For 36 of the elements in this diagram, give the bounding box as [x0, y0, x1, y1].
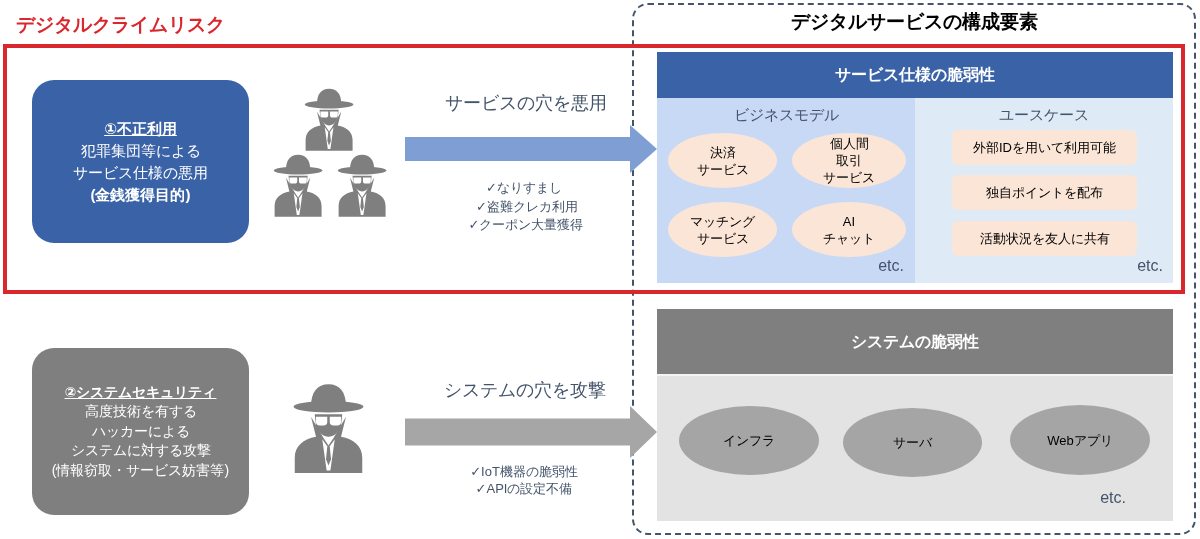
- ellipse: インフラ: [679, 406, 819, 475]
- box-heading: ①不正利用: [104, 118, 177, 139]
- column-heading: ユースケース: [999, 105, 1089, 125]
- column-panel: [915, 98, 1173, 283]
- rounded-box: 独自ポイントを配布: [952, 175, 1137, 210]
- etc-label: etc.: [878, 256, 904, 276]
- check-item: ✓APIの設定不備: [475, 480, 573, 498]
- box-text: (金銭獲得目的): [90, 184, 191, 205]
- rounded-box: 活動状況を友人に共有: [952, 221, 1137, 256]
- ellipse: Webアプリ: [1010, 405, 1150, 475]
- frame-title: デジタルサービスの構成要素: [790, 10, 1038, 34]
- ellipse: AIチャット: [792, 202, 906, 257]
- box-heading: ②システムセキュリティ: [64, 382, 217, 402]
- panel-title: システムの脆弱性: [851, 332, 979, 352]
- panel: [657, 52, 1173, 283]
- rounded-box: 外部IDを用いて利用可能: [952, 130, 1137, 165]
- panel-title: サービス仕様の脆弱性: [835, 65, 995, 85]
- box-text: (情報窃取・サービス妨害等): [51, 460, 230, 480]
- column-panel: [657, 98, 915, 283]
- ellipse: 決済サービス: [668, 133, 777, 188]
- ellipse: サーバ: [843, 408, 982, 477]
- panel: [657, 309, 1173, 521]
- column-heading: ビジネスモデル: [733, 105, 839, 125]
- rounded-box: [32, 348, 249, 515]
- etc-label: etc.: [1137, 256, 1163, 276]
- check-item: ✓IoT機器の脆弱性: [470, 463, 578, 481]
- check-item: ✓なりすまし: [486, 179, 562, 197]
- check-item: ✓盗難クレカ利用: [476, 198, 578, 216]
- etc-label: etc.: [1100, 488, 1126, 508]
- box-text: 犯罪集団等によるサービス仕様の悪用: [73, 140, 208, 183]
- frame-title: デジタルクライムリスク: [16, 13, 225, 37]
- check-item: ✓クーポン大量獲得: [468, 216, 584, 234]
- ellipse: 個人間取引サービス: [792, 133, 906, 188]
- rounded-box: [32, 80, 249, 243]
- ellipse: マッチングサービス: [668, 202, 777, 257]
- box-text: 高度技術を有するハッカーによるシステムに対する攻撃: [70, 402, 211, 461]
